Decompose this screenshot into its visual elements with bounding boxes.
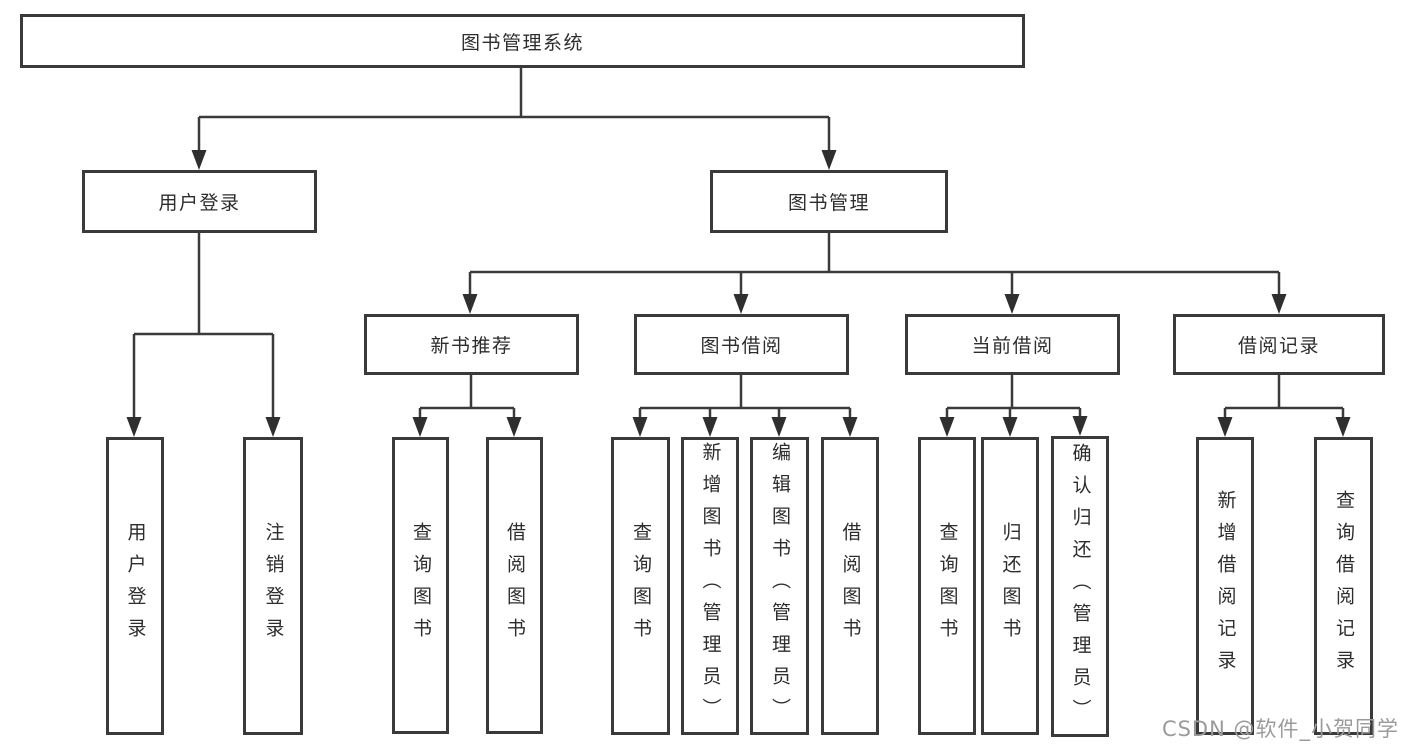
leaf-user-login: 用户登录	[106, 437, 164, 735]
leaf-edit-book-admin-label: 编辑图书（管理员）	[769, 442, 791, 730]
leaf-confirm-return-admin: 确认归还（管理员）	[1051, 436, 1109, 737]
node-new-book-recommend-label: 新书推荐	[430, 335, 513, 357]
node-current-borrowing: 当前借阅	[905, 314, 1120, 375]
watermark-text: CSDN @软件_小贺同学	[1161, 717, 1399, 741]
leaf-query-borrow-record: 查询借阅记录	[1314, 437, 1373, 735]
leaf-borrow-books-recommend-label: 借阅图书	[504, 521, 526, 650]
node-book-management-label: 图书管理	[787, 192, 870, 214]
leaf-return-books-label: 归还图书	[999, 522, 1022, 650]
node-current-borrowing-label: 当前借阅	[971, 335, 1054, 357]
leaf-query-books-recommend-label: 查询图书	[410, 521, 432, 650]
node-book-borrowing-label: 图书借阅	[700, 335, 783, 357]
node-new-book-recommend: 新书推荐	[364, 314, 579, 375]
leaf-borrow-books-borrowing-label: 借阅图书	[839, 522, 862, 650]
node-root-label: 图书管理系统	[460, 31, 584, 54]
leaf-return-books: 归还图书	[981, 437, 1039, 735]
leaf-user-login-label: 用户登录	[124, 522, 147, 650]
leaf-edit-book-admin: 编辑图书（管理员）	[750, 437, 809, 735]
tree-edges	[132, 68, 1345, 420]
node-book-borrowing: 图书借阅	[634, 314, 849, 375]
leaf-query-books-current-label: 查询图书	[936, 522, 959, 650]
leaf-add-book-admin: 新增图书（管理员）	[681, 437, 739, 735]
node-borrowing-records-label: 借阅记录	[1237, 335, 1320, 357]
leaf-query-books-borrowing: 查询图书	[611, 437, 670, 735]
leaf-logout-label: 注销登录	[262, 522, 285, 650]
leaf-add-borrow-record: 新增借阅记录	[1196, 437, 1254, 735]
node-book-management: 图书管理	[710, 170, 948, 233]
leaf-borrow-books-recommend: 借阅图书	[486, 437, 543, 734]
leaf-query-borrow-record-label: 查询借阅记录	[1333, 490, 1355, 682]
leaf-query-books-recommend: 查询图书	[392, 437, 449, 734]
node-borrowing-records: 借阅记录	[1173, 314, 1385, 375]
leaf-confirm-return-admin-label: 确认归还（管理员）	[1069, 442, 1092, 731]
node-user-login: 用户登录	[82, 170, 317, 233]
leaf-query-books-borrowing-label: 查询图书	[630, 522, 652, 650]
leaf-add-book-admin-label: 新增图书（管理员）	[699, 442, 722, 730]
leaf-query-books-current: 查询图书	[918, 437, 976, 735]
leaf-add-borrow-record-label: 新增借阅记录	[1214, 490, 1237, 682]
leaf-logout: 注销登录	[243, 437, 303, 735]
node-user-login-label: 用户登录	[158, 192, 241, 214]
leaf-borrow-books-borrowing: 借阅图书	[821, 437, 879, 735]
arrowheads	[126, 150, 1351, 437]
node-root: 图书管理系统	[20, 14, 1025, 68]
